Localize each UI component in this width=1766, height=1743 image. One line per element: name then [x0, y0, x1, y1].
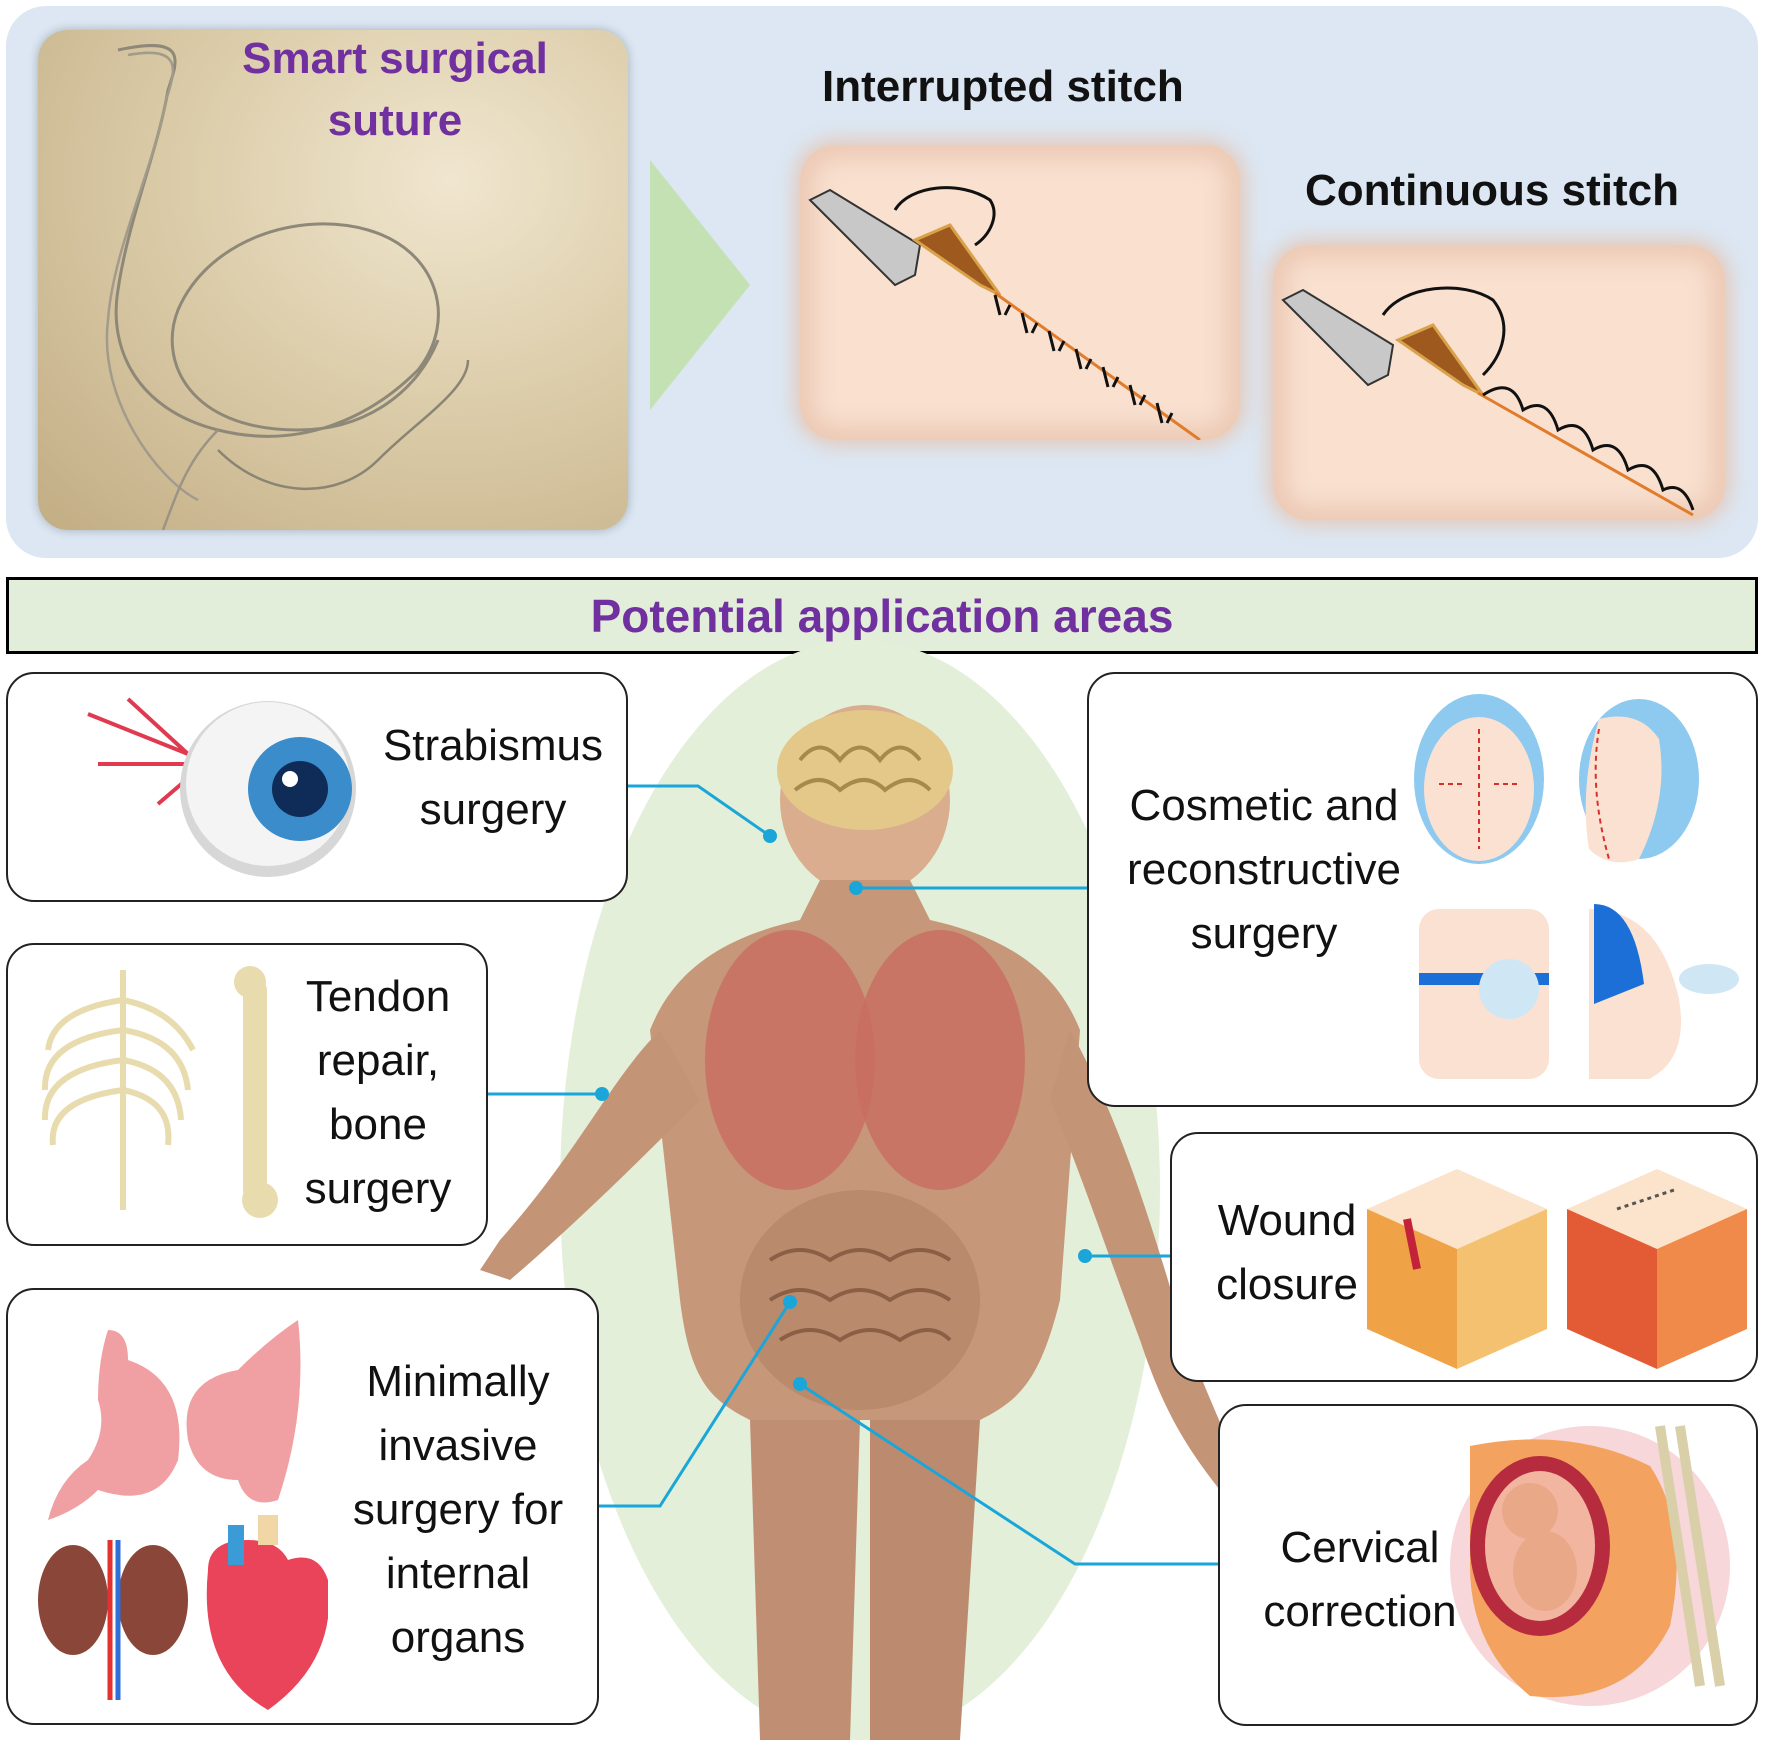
tendon-label-line2: repair,: [316, 1036, 440, 1085]
tendon-label-line3: bone: [329, 1100, 427, 1149]
continuous-stitch-illustration: [1281, 286, 1695, 517]
wound-closure-card: Wound closure: [1170, 1132, 1758, 1382]
wound-label-line1: Wound: [1217, 1196, 1357, 1245]
continuous-stitch-panel: [1273, 245, 1725, 520]
interrupted-stitch-panel: [800, 145, 1240, 440]
heart-icon: [206, 1540, 328, 1710]
eye-icon: [87, 697, 356, 877]
organs-icon: [38, 1320, 328, 1710]
strabismus-label: Strabismus surgery: [368, 714, 618, 842]
bone-icon: [243, 980, 267, 1200]
cosmetic-label-line1: Cosmetic and: [1129, 781, 1399, 830]
human-body-illustration: [480, 705, 1240, 1740]
lungs-icon: [705, 930, 875, 1190]
cervical-correction-label: Cervical correction: [1230, 1516, 1490, 1644]
cervical-correction-card: Cervical correction: [1218, 1404, 1758, 1726]
cosmetic-label-line3: surgery: [1190, 909, 1338, 958]
cosmetic-label: Cosmetic and reconstructive surgery: [1109, 774, 1419, 966]
continuous-stitch-title: Continuous stitch: [1305, 166, 1679, 215]
interrupted-stitch-title: Interrupted stitch: [822, 62, 1184, 111]
suture-title-line1: Smart surgical: [242, 34, 548, 83]
uterus-icon: [1450, 1425, 1730, 1706]
intestines-icon: [740, 1190, 980, 1410]
kidneys-icon: [38, 1545, 108, 1655]
brain-icon: [777, 710, 953, 830]
suture-thread-illustration: [105, 44, 470, 530]
suture-title-line2: suture: [327, 96, 463, 145]
minimally-label-line2: invasive: [378, 1421, 538, 1470]
suture-title: Smart surgical suture: [230, 28, 560, 152]
strabismus-label-line2: surgery: [419, 785, 567, 834]
stomach-icon: [48, 1330, 180, 1520]
arrow-right-icon: [650, 160, 750, 410]
skin-wound-icons: [1367, 1169, 1747, 1369]
ribcage-bone-icon: [41, 966, 278, 1218]
interrupted-stitch-illustration: [808, 186, 1201, 440]
wound-label-line2: closure: [1216, 1260, 1358, 1309]
wound-closure-label: Wound closure: [1182, 1189, 1392, 1317]
tendon-label: Tendon repair, bone surgery: [268, 965, 488, 1221]
application-areas-title: Potential application areas: [590, 590, 1174, 642]
minimally-invasive-card: Minimally invasive surgery for internal …: [6, 1288, 599, 1725]
minimally-label-line4: internal: [385, 1549, 531, 1598]
tendon-card: Tendon repair, bone surgery: [6, 943, 488, 1246]
minimally-label-line1: Minimally: [366, 1357, 550, 1406]
cervical-label-line1: Cervical: [1280, 1523, 1440, 1572]
tendon-label-line4: surgery: [304, 1164, 452, 1213]
tendon-label-line1: Tendon: [305, 972, 451, 1021]
minimally-label-line3: surgery for: [352, 1485, 564, 1534]
strabismus-card: Strabismus surgery: [6, 672, 628, 902]
cosmetic-card: Cosmetic and reconstructive surgery: [1087, 672, 1758, 1107]
cervical-label-line2: correction: [1263, 1587, 1457, 1636]
small-intestine-icon: [186, 1320, 301, 1503]
minimally-invasive-label: Minimally invasive surgery for internal …: [328, 1350, 588, 1670]
cosmetic-label-line2: reconstructive: [1127, 845, 1401, 894]
suture-photo: [38, 30, 628, 530]
cosmetic-illustrations: [1414, 694, 1739, 1079]
stitch-knots: [993, 294, 1174, 424]
strabismus-label-line1: Strabismus: [382, 721, 604, 770]
minimally-label-line5: organs: [390, 1613, 526, 1662]
running-stitch: [1482, 386, 1695, 511]
